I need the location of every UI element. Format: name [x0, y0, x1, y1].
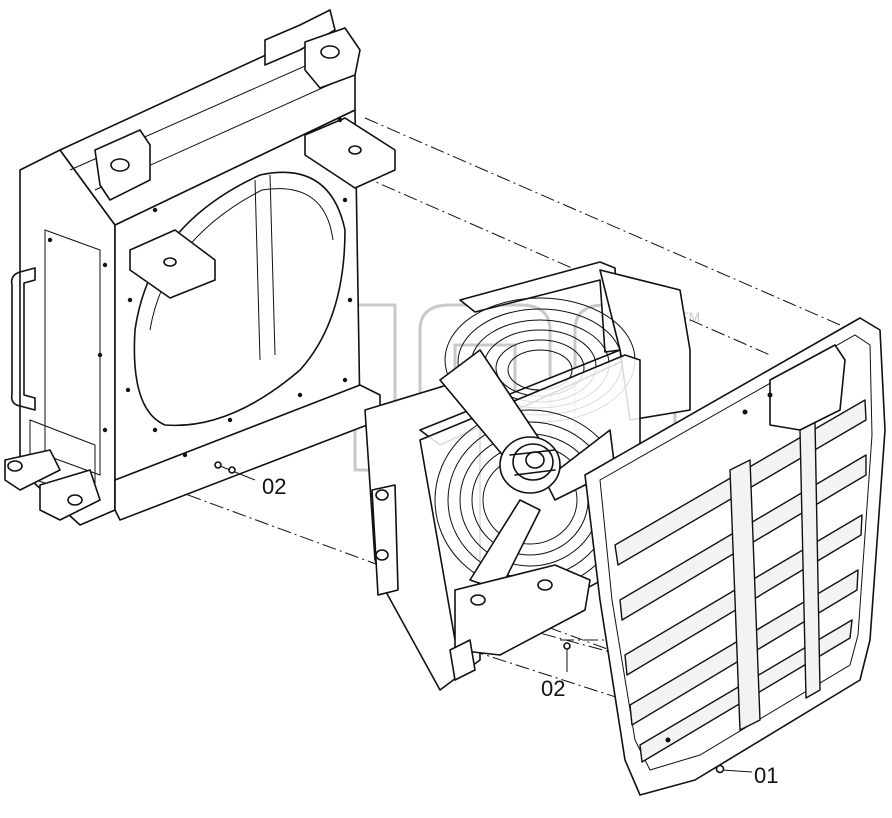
fan-guard-assembly [364, 261, 691, 691]
callout-part-01: 01 [754, 763, 778, 788]
callout-labels: 02 02 01 [262, 474, 778, 788]
fan-motor-hub [499, 436, 561, 494]
callout-part-02-left: 02 [262, 474, 286, 499]
front-grille [584, 317, 886, 796]
frame-bolt-holes [47, 117, 353, 458]
callout-part-02-center: 02 [541, 676, 565, 701]
radiator-frame [4, 9, 396, 526]
